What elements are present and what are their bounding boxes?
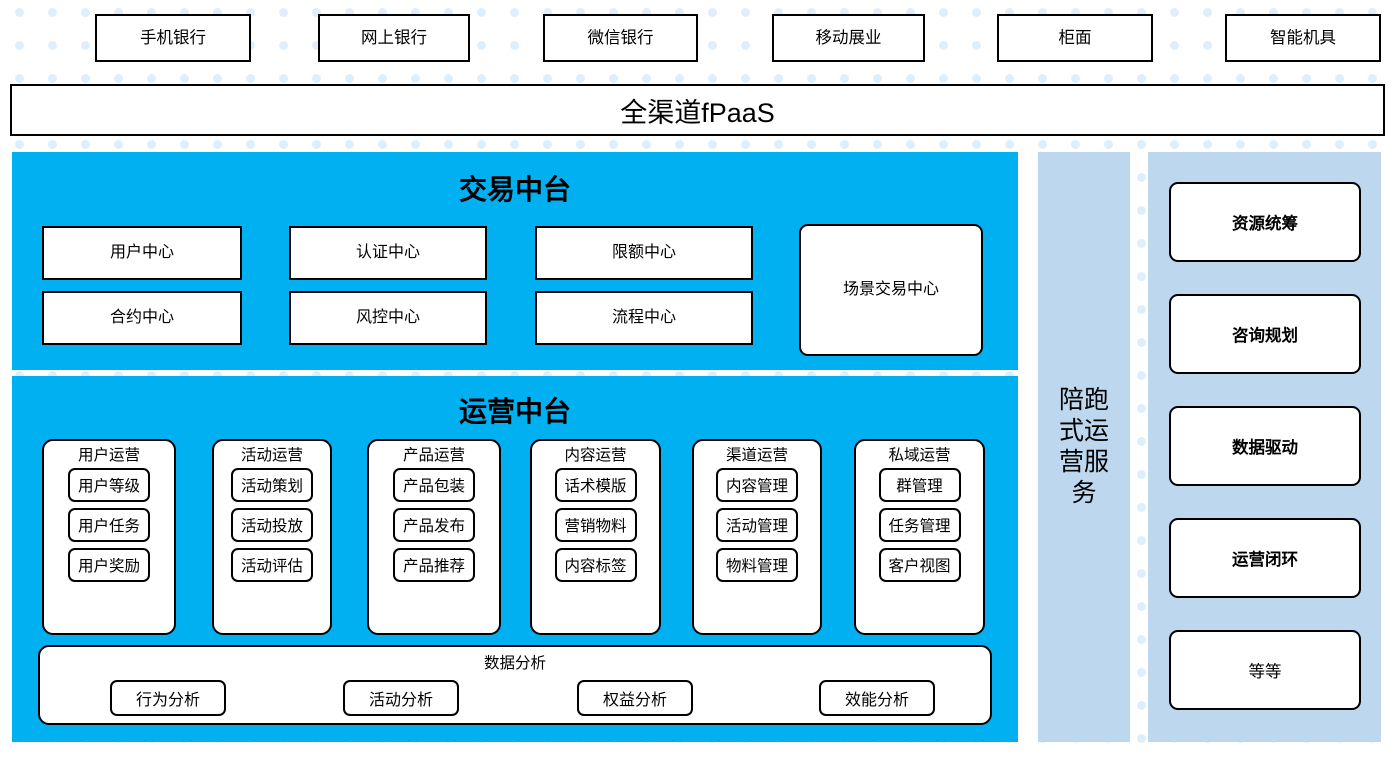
operations-item: 用户等级	[68, 468, 150, 503]
channel-box: 移动展业	[772, 14, 925, 62]
operations-column: 渠道运营内容管理活动管理物料管理	[692, 439, 822, 635]
operations-item-group: 内容管理活动管理物料管理	[694, 468, 820, 583]
operations-center-title: 运营中台	[458, 396, 571, 427]
data-analysis-item: 效能分析	[819, 680, 935, 716]
data-analysis-title: 数据分析	[483, 655, 546, 672]
omnichannel-fpaas-band: 全渠道fPaaS	[10, 84, 1385, 136]
operations-item: 活动投放	[231, 508, 313, 543]
operations-column-title: 活动运营	[240, 447, 303, 464]
operations-item: 产品包装	[393, 468, 475, 503]
transaction-center-panel: 交易中台 用户中心认证中心限额中心合约中心风控中心流程中心场景交易中心	[12, 152, 1018, 370]
transaction-center-box: 场景交易中心	[799, 224, 983, 356]
channel-box: 智能机具	[1225, 14, 1381, 62]
capability-box: 资源统筹	[1169, 182, 1361, 262]
operations-item-group: 产品包装产品发布产品推荐	[369, 468, 499, 583]
frontend-channel-label	[2, 2, 92, 74]
operations-column: 活动运营活动策划活动投放活动评估	[212, 439, 332, 635]
operations-column: 私域运营群管理任务管理客户视图	[854, 439, 985, 635]
transaction-center-box: 用户中心	[42, 226, 242, 280]
operations-item: 活动管理	[716, 508, 798, 543]
operations-item: 产品发布	[393, 508, 475, 543]
operations-item: 营销物料	[554, 508, 637, 543]
operations-item: 内容管理	[716, 468, 798, 503]
operations-column: 用户运营用户等级用户任务用户奖励	[42, 439, 176, 635]
data-analysis-item: 行为分析	[110, 680, 226, 716]
transaction-center-box: 限额中心	[535, 226, 753, 280]
operations-item: 活动评估	[231, 548, 313, 583]
operations-column-title: 用户运营	[77, 447, 140, 464]
capability-box: 咨询规划	[1169, 294, 1361, 374]
operations-item: 产品推荐	[393, 548, 475, 583]
operations-item-group: 群管理任务管理客户视图	[856, 468, 983, 583]
channel-box: 手机银行	[95, 14, 251, 62]
operations-item: 客户视图	[878, 548, 961, 583]
data-analysis-item: 权益分析	[577, 680, 693, 716]
operations-column-title: 内容运营	[564, 447, 627, 464]
channel-box: 柜面	[997, 14, 1153, 62]
transaction-center-box: 认证中心	[289, 226, 487, 280]
operations-item-group: 用户等级用户任务用户奖励	[44, 468, 174, 583]
operations-item: 话术模版	[554, 468, 637, 503]
operations-item: 内容标签	[554, 548, 637, 583]
transaction-center-box: 合约中心	[42, 291, 242, 345]
capability-box: 数据驱动	[1169, 406, 1361, 486]
capability-panel: 资源统筹咨询规划数据驱动运营闭环等等	[1148, 152, 1381, 742]
operations-column: 内容运营话术模版营销物料内容标签	[530, 439, 661, 635]
accompany-operation-service-label: 陪跑式运营服务	[1058, 386, 1109, 507]
operations-item: 物料管理	[716, 548, 798, 583]
operations-item: 任务管理	[878, 508, 961, 543]
capability-box: 等等	[1169, 630, 1361, 710]
transaction-center-box: 流程中心	[535, 291, 753, 345]
operations-item-group: 话术模版营销物料内容标签	[532, 468, 659, 583]
transaction-center-title: 交易中台	[458, 174, 571, 205]
data-analysis-item: 活动分析	[343, 680, 459, 716]
operations-item: 群管理	[878, 468, 961, 503]
accompany-operation-service-column: 陪跑式运营服务	[1038, 152, 1130, 742]
channel-box: 微信银行	[543, 14, 698, 62]
operations-item-group: 活动策划活动投放活动评估	[214, 468, 330, 583]
channel-box: 网上银行	[318, 14, 470, 62]
operations-column: 产品运营产品包装产品发布产品推荐	[367, 439, 501, 635]
data-analysis-container: 数据分析 行为分析 活动分析 权益分析 效能分析	[38, 645, 992, 725]
operations-column-title: 私域运营	[888, 447, 951, 464]
operations-column-title: 产品运营	[402, 447, 465, 464]
operations-item: 用户任务	[68, 508, 150, 543]
operations-column-title: 渠道运营	[725, 447, 788, 464]
operations-item: 活动策划	[231, 468, 313, 503]
operations-item: 用户奖励	[68, 548, 150, 583]
capability-box: 运营闭环	[1169, 518, 1361, 598]
transaction-center-box: 风控中心	[289, 291, 487, 345]
